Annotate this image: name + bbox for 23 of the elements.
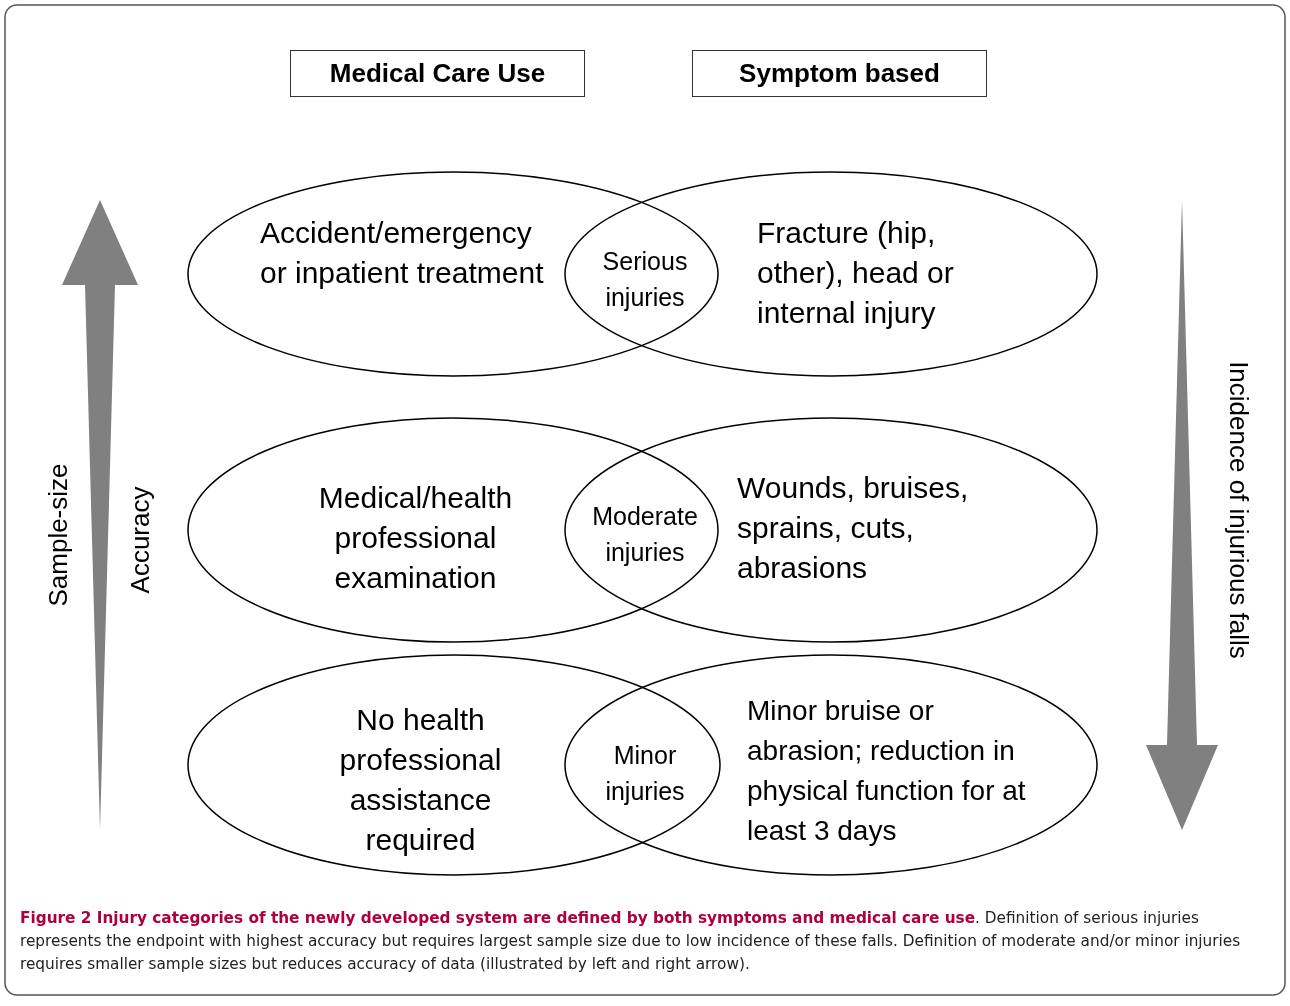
axis-label: Accuracy: [124, 486, 156, 594]
category-ellipse: [565, 172, 1097, 376]
axis-label: Sample-size: [42, 463, 74, 607]
category-text: Wounds, bruises, sprains, cuts, abrasions: [737, 470, 970, 586]
header-text: Symptom based: [739, 58, 940, 89]
header-box: [692, 50, 987, 97]
overlap-label: Minor injuries: [604, 740, 686, 807]
category-text: Fracture (hip, other), head or internal injury: [757, 215, 955, 331]
category-ellipse: [565, 655, 1097, 875]
overlap-label: Moderate injuries: [591, 501, 699, 568]
header-box: [290, 50, 585, 97]
category-text: Accident/emergency or inpatient treatment: [260, 215, 545, 291]
category-ellipse: [188, 172, 718, 376]
category-text: Medical/health professional examination: [317, 480, 514, 596]
axis-label: Incidence of injurious falls: [1222, 361, 1254, 659]
figure-caption: Figure 2 Injury categories of the newly developed system are defined by both symptoms and medical care use. Definition of serious injuries represents the endpoint with highest accuracy but requires largest sample size due to low incidence of these falls. Definition of moderate and/or minor injuries requires smaller sample sizes but reduces accuracy of data (illustrated by left and right arrow).: [20, 908, 1242, 975]
category-ellipse: [188, 418, 718, 642]
category-text: No health professional assistance required: [338, 702, 503, 858]
category-ellipse: [565, 418, 1097, 642]
overlap-label: Serious injuries: [601, 246, 689, 313]
header-text: Medical Care Use: [329, 58, 546, 89]
category-ellipse: [188, 655, 720, 875]
category-text: Minor bruise or abrasion; reduction in physical function for at least 3 days: [747, 694, 1027, 848]
